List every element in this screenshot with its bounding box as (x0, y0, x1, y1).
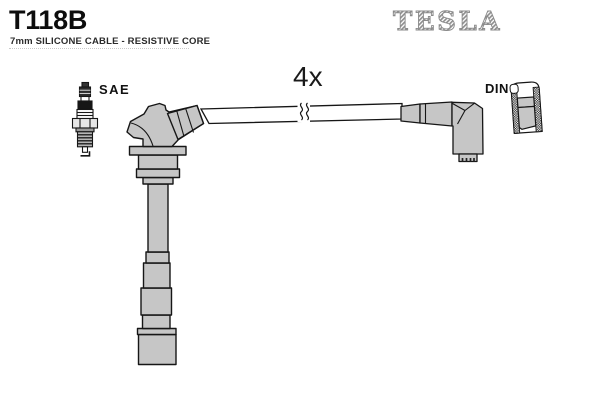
coil-boot-elbow (451, 101, 484, 155)
boot-flange (128, 145, 187, 156)
cable-break-icon (299, 102, 310, 121)
din-label: DIN (485, 81, 509, 96)
boot-end-cap (137, 333, 177, 366)
spark-plug-icon (71, 81, 99, 157)
quantity-label: 4x (293, 61, 323, 92)
coil-boot-tip (458, 153, 478, 163)
tesla-logo: TESLA (393, 7, 502, 37)
part-number: T118B (9, 5, 88, 35)
product-subtitle: 7mm SILICONE CABLE - RESISTIVE CORE (10, 36, 211, 47)
boot-ribbed-sleeve (166, 104, 205, 141)
plug-boot-drawing (126, 102, 205, 366)
divider (9, 48, 189, 49)
din-socket-icon (509, 81, 543, 134)
sae-label: SAE (99, 82, 131, 97)
coil-boot-drawing (400, 101, 484, 163)
ignition-cable-drawing (199, 101, 403, 125)
boot-shaft (147, 183, 169, 253)
tesla-logo-text: TESLA (393, 7, 502, 37)
